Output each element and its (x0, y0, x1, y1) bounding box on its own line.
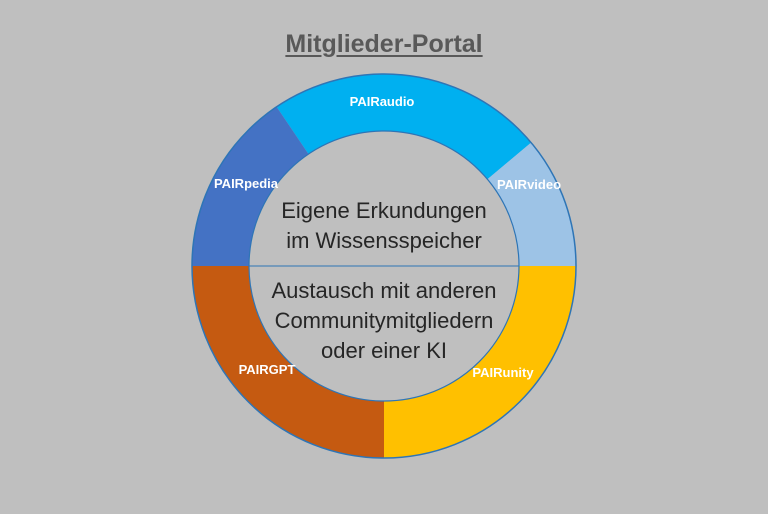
segment-pairgpt (192, 266, 384, 458)
segment-pairaudio (276, 74, 532, 180)
segment-label-pairunity: PAIRunity (472, 365, 534, 380)
segment-label-pairgpt: PAIRGPT (239, 362, 296, 377)
center-top-text: Eigene Erkundungen im Wissensspeicher (281, 198, 487, 253)
center-top-line: im Wissensspeicher (286, 228, 482, 253)
center-bottom-line: oder einer KI (321, 338, 447, 363)
segment-label-pairvideo: PAIRvideo (497, 177, 561, 192)
segment-pairpedia (192, 106, 309, 266)
segment-pairunity (384, 266, 576, 458)
page-title: Mitglieder-Portal (285, 30, 483, 58)
center-bottom-text: Austausch mit anderenCommunitymitglieder… (271, 278, 496, 363)
segment-label-pairaudio: PAIRaudio (350, 94, 415, 109)
center-top-line: Eigene Erkundungen (281, 198, 487, 223)
segment-pairvideo (487, 142, 576, 266)
center-bottom-line: Communitymitgliedern (275, 308, 494, 333)
ring-border (191, 73, 577, 459)
center-bottom-line: Austausch mit anderen (271, 278, 496, 303)
segment-label-pairpedia: PAIRpedia (214, 176, 279, 191)
